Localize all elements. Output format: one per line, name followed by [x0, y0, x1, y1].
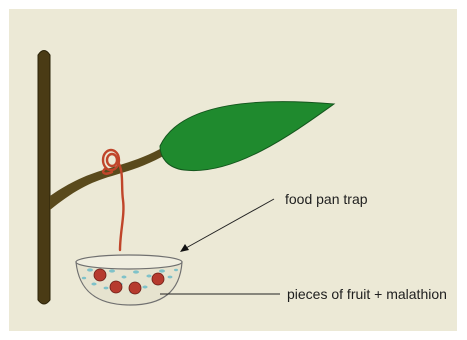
wire-hanger — [103, 150, 123, 250]
food-pan-trap-label: food pan trap — [285, 191, 368, 207]
leaf — [160, 102, 334, 171]
trap-pointer — [180, 199, 274, 252]
tree-trunk — [38, 51, 50, 305]
bait-label: pieces of fruit + malathion — [287, 286, 447, 302]
food-pan-bowl — [76, 255, 182, 305]
